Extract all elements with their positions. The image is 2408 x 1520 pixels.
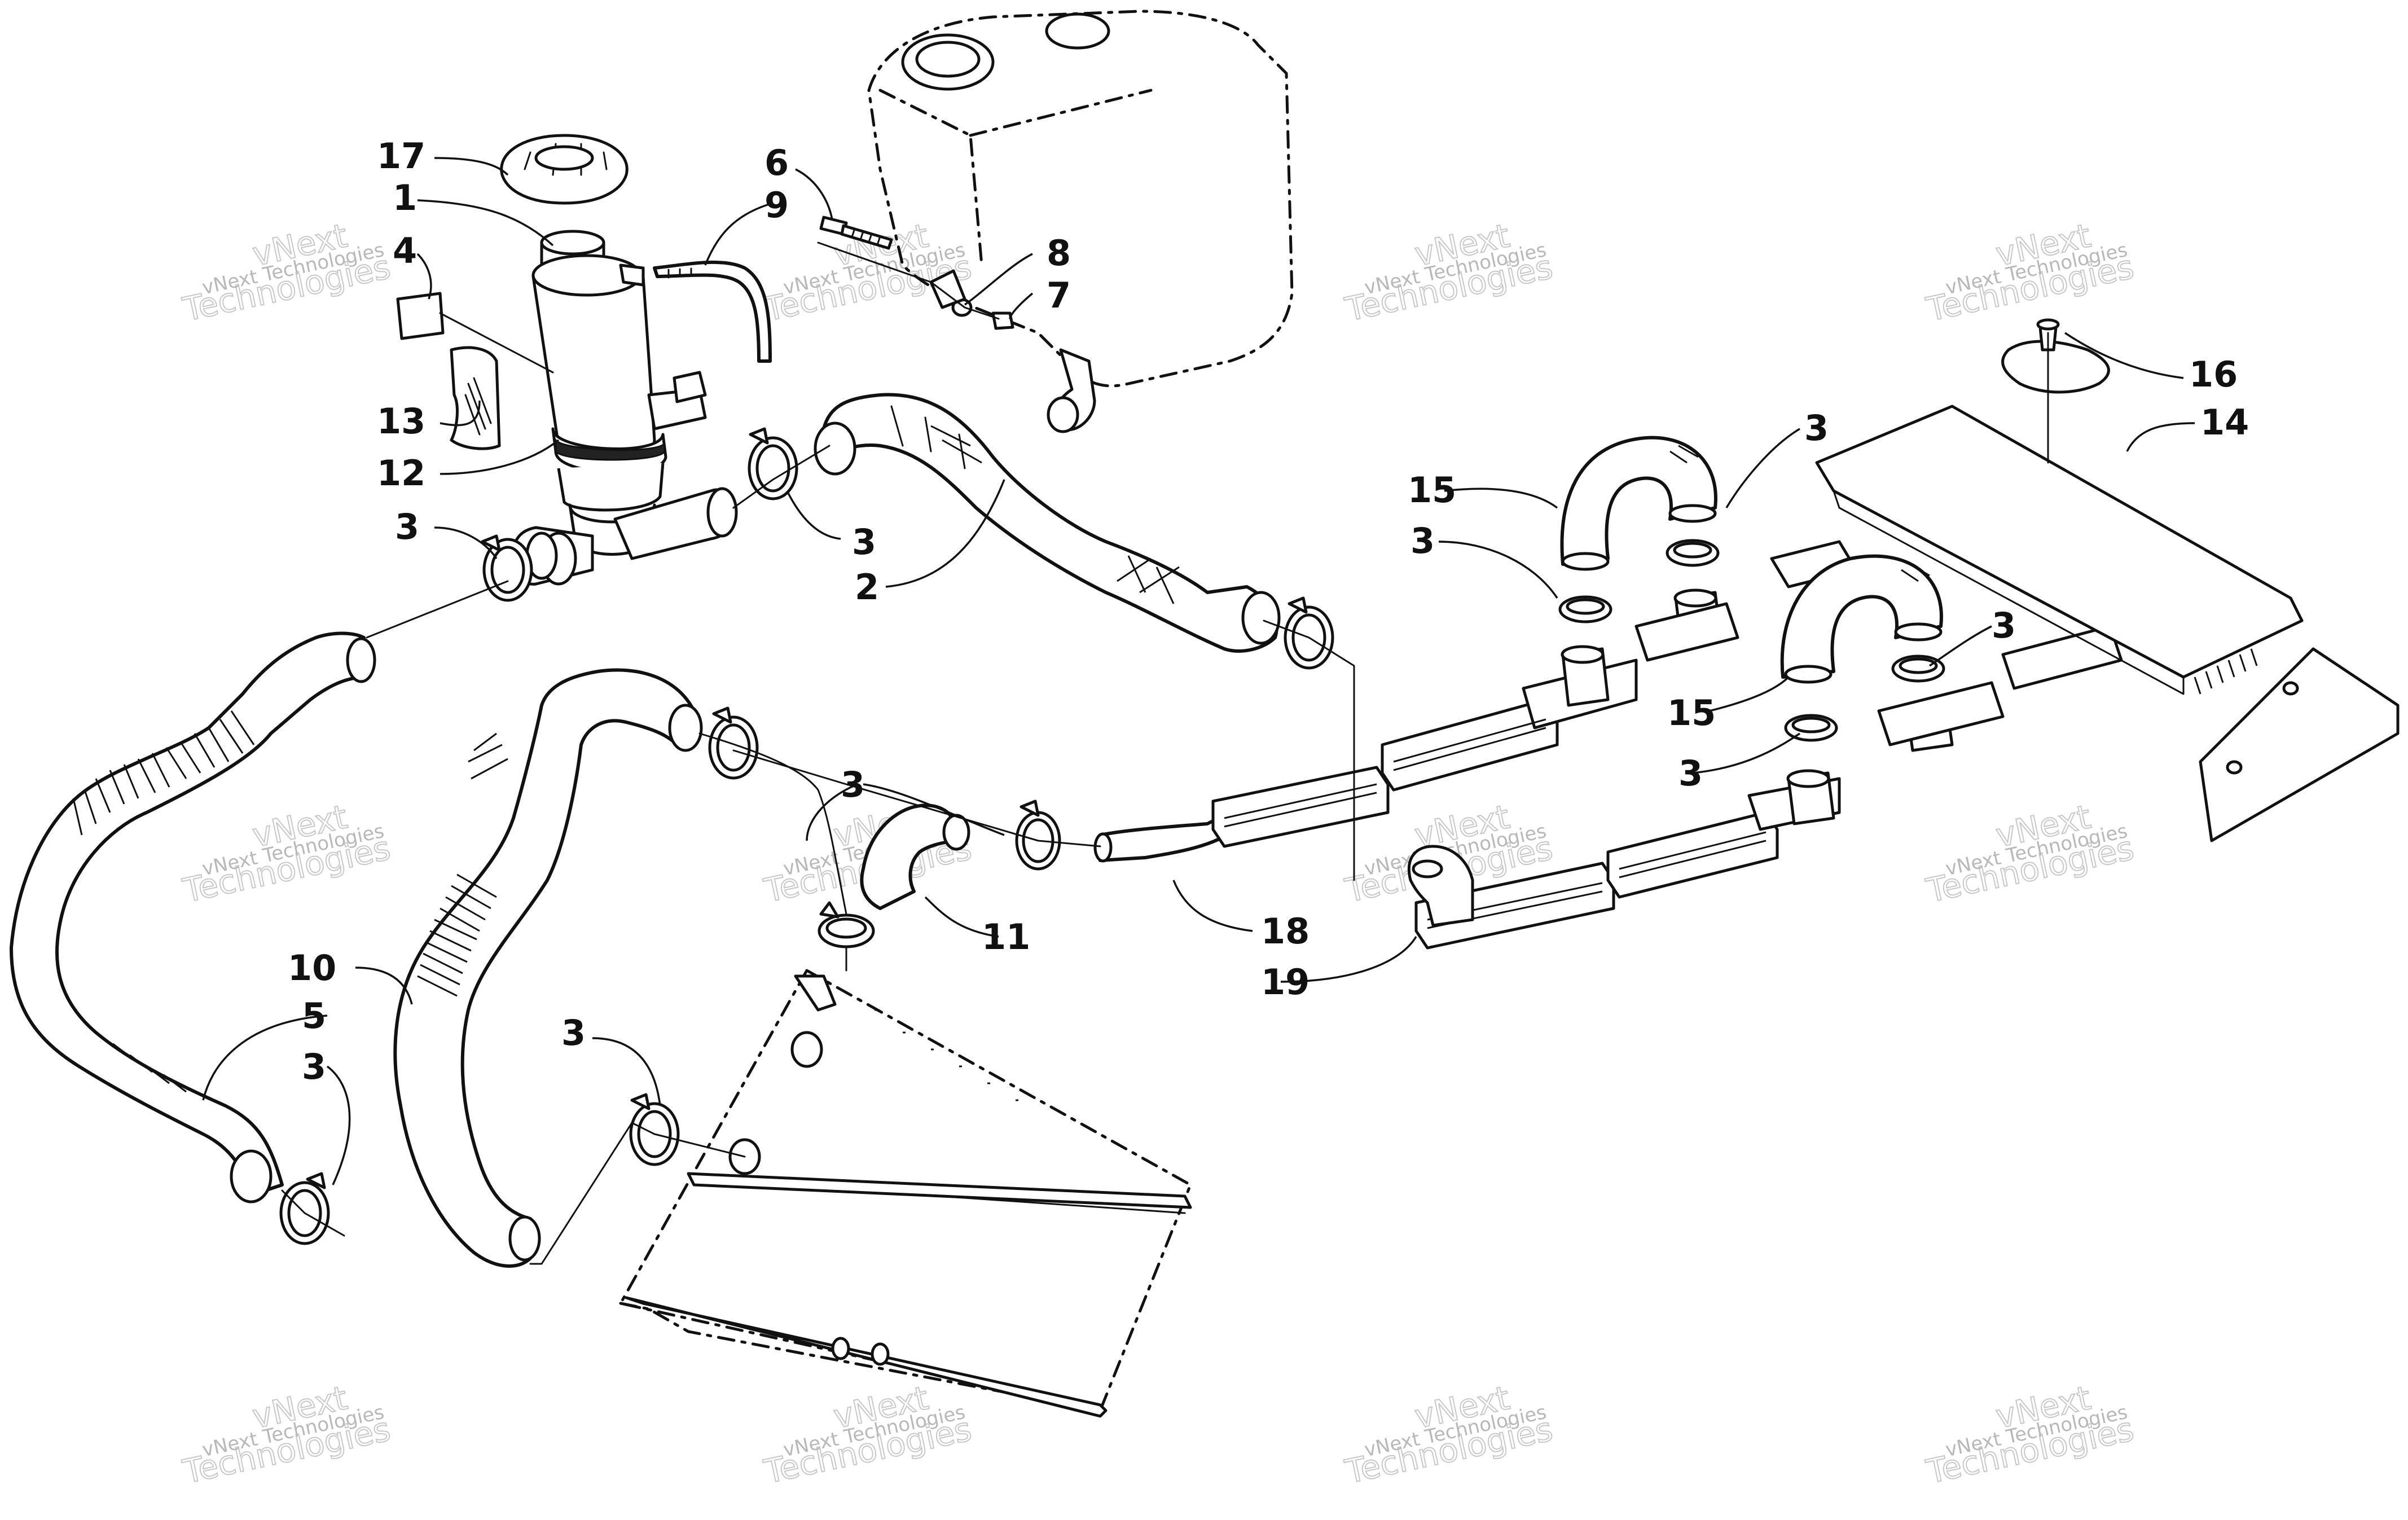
- callout-3g: 3: [841, 764, 865, 805]
- callout-7: 7: [1047, 275, 1071, 316]
- callout-19: 19: [1261, 961, 1310, 1003]
- watermark-3: vNext Technologies vNext Technologies: [1341, 216, 1557, 330]
- watermark-12: vNext Technologies vNext Technologies: [1922, 1378, 2138, 1492]
- clamp-l: [279, 1172, 330, 1245]
- callout-10: 10: [288, 947, 336, 989]
- callout-14: 14: [2200, 402, 2249, 443]
- callout-3c: 3: [1804, 407, 1829, 449]
- hose-11: [860, 803, 970, 910]
- hose-clamps: [279, 427, 1945, 1245]
- assembly-lines: [281, 241, 2049, 1265]
- heat-exchanger-channels: [1093, 540, 2123, 950]
- callout-4: 4: [393, 230, 417, 271]
- callout-17: 17: [377, 135, 425, 177]
- callout-3b: 3: [852, 521, 876, 563]
- watermark-1: vNext Technologies vNext Technologies: [179, 216, 394, 330]
- callout-9: 9: [764, 184, 789, 226]
- callout-13: 13: [377, 401, 425, 442]
- callout-2: 2: [855, 566, 879, 608]
- callout-3f: 3: [1678, 753, 1703, 794]
- clamp-k: [629, 1093, 680, 1166]
- clamp-b: [748, 427, 798, 500]
- vent-hose-and-hardware: [653, 216, 1014, 363]
- clamp-e: [1558, 595, 1612, 623]
- u-hoses-15: [1560, 436, 1943, 684]
- coolant-bottle-assembly: [396, 134, 738, 586]
- callout-labels: 17 1 4 13 12 3 6 9 8 7 3 2 16 14 3 15 3 …: [288, 135, 2249, 1087]
- front-heat-exchanger-panel: [618, 968, 1193, 1418]
- watermark-2: vNext Technologies vNext Technologies: [760, 216, 975, 330]
- callout-3a: 3: [395, 506, 419, 547]
- clamp-a: [481, 534, 533, 602]
- callout-8: 8: [1047, 232, 1071, 274]
- callout-18: 18: [1261, 911, 1310, 952]
- callout-3e: 3: [1992, 605, 2016, 646]
- clamp-j: [818, 901, 875, 948]
- callout-12: 12: [377, 453, 425, 494]
- callout-3h: 3: [302, 1046, 326, 1087]
- clamp-f: [1891, 654, 1945, 683]
- watermark-11: vNext Technologies vNext Technologies: [1341, 1378, 1557, 1492]
- callout-3i: 3: [561, 1012, 586, 1053]
- callout-6: 6: [764, 142, 789, 183]
- clamp-c: [1284, 596, 1334, 670]
- hose-5: [10, 631, 376, 1203]
- heat-exchanger-rail-14: [1815, 318, 2400, 842]
- hose-10: [393, 668, 703, 1268]
- callout-16: 16: [2189, 354, 2238, 395]
- watermark-9: vNext Technologies vNext Technologies: [179, 1378, 394, 1492]
- reservoir-tank-reference: [867, 10, 1294, 433]
- callout-15b: 15: [1667, 692, 1716, 733]
- callout-1: 1: [393, 177, 417, 218]
- radiator-cap: [500, 134, 629, 205]
- callout-5: 5: [302, 995, 326, 1036]
- callout-3d: 3: [1410, 520, 1435, 561]
- clamp-g: [1784, 714, 1838, 742]
- clamp-i: [1015, 799, 1061, 871]
- callout-15a: 15: [1408, 469, 1456, 511]
- watermark-4: vNext Technologies vNext Technologies: [1922, 216, 2138, 330]
- leader-lines: [202, 157, 2195, 1185]
- watermark-5: vNext Technologies vNext Technologies: [179, 797, 394, 911]
- clamp-h: [708, 706, 759, 780]
- hose-2: [814, 393, 1281, 653]
- watermark-8: vNext Technologies vNext Technologies: [1922, 797, 2138, 911]
- callout-11: 11: [982, 916, 1030, 957]
- watermark-10: vNext Technologies vNext Technologies: [760, 1378, 975, 1492]
- clamp-d: [1666, 539, 1720, 567]
